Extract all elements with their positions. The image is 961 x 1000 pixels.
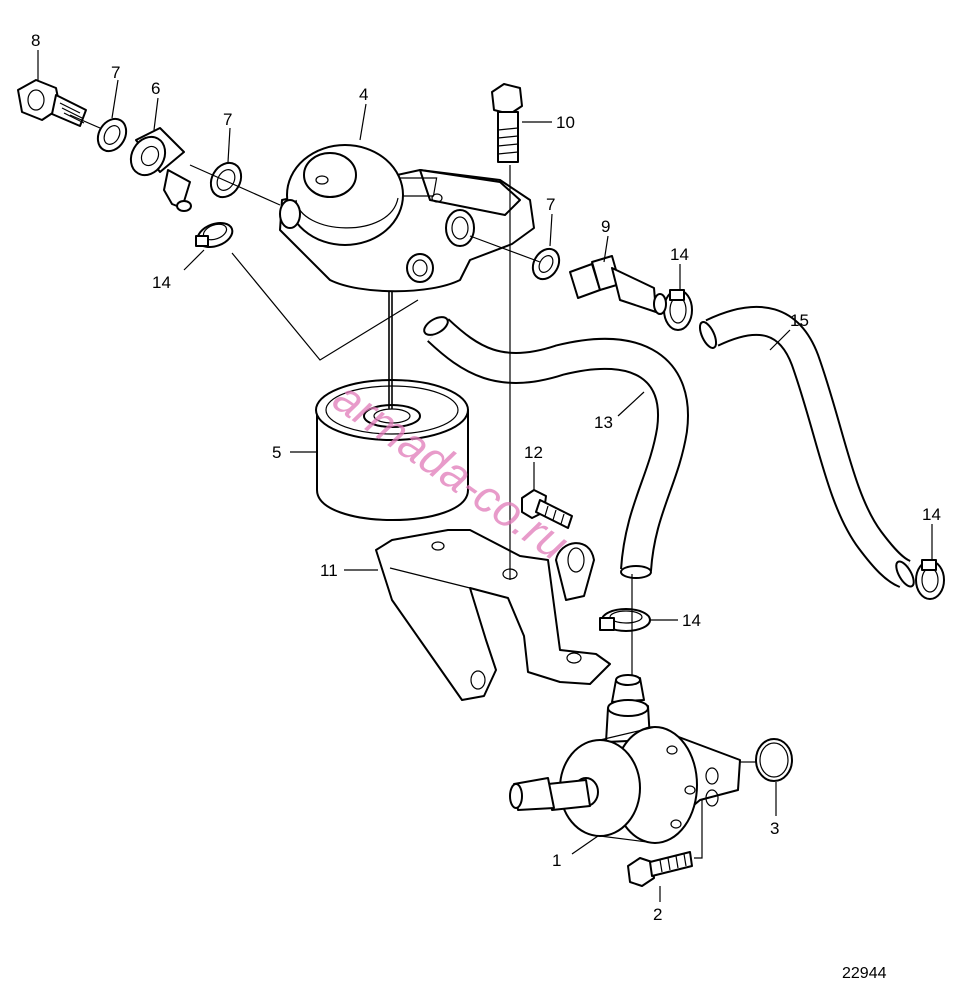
callout-14c: 14 bbox=[922, 505, 941, 524]
callout-3: 3 bbox=[770, 819, 779, 838]
fuel-pump-1 bbox=[509, 674, 741, 844]
leader-head-washer bbox=[469, 235, 541, 263]
callout-6: 6 bbox=[151, 79, 160, 98]
fitting-9 bbox=[569, 255, 667, 315]
callout-10: 10 bbox=[556, 113, 575, 132]
callout-15: 15 bbox=[790, 311, 809, 330]
clamp-14c bbox=[915, 559, 945, 600]
callout-7c: 7 bbox=[546, 195, 555, 214]
leader-fitting6-head bbox=[189, 164, 281, 206]
callout-11: 11 bbox=[320, 561, 338, 580]
banjo-bolt-8 bbox=[17, 79, 87, 127]
callout-7b: 7 bbox=[223, 110, 232, 129]
leader-bolt8-washer bbox=[69, 114, 101, 129]
clamp-14a bbox=[195, 221, 234, 249]
o-ring-3 bbox=[755, 738, 793, 782]
washer-7c bbox=[531, 247, 561, 281]
leader-clamp14a bbox=[231, 252, 419, 361]
bolt-2 bbox=[627, 851, 693, 887]
callout-1: 1 bbox=[552, 851, 561, 870]
bolt-10 bbox=[491, 83, 523, 163]
filter-5 bbox=[315, 379, 469, 521]
filter-head-4 bbox=[279, 144, 535, 293]
clamp-14b bbox=[663, 289, 693, 331]
callout-13: 13 bbox=[594, 413, 613, 432]
callouts: 8 7 6 7 4 10 7 9 14 15 14 5 13 12 14 11 bbox=[31, 31, 941, 924]
washer-7a bbox=[96, 117, 128, 153]
clamp-14d bbox=[599, 608, 651, 632]
callout-14d: 14 bbox=[682, 611, 701, 630]
hose-13 bbox=[423, 316, 689, 579]
callout-8: 8 bbox=[31, 31, 40, 50]
callout-7a: 7 bbox=[111, 63, 120, 82]
leader-bolt2 bbox=[694, 800, 703, 859]
figure-number: 22944 bbox=[842, 965, 887, 982]
bracket-11 bbox=[375, 529, 611, 701]
callout-2: 2 bbox=[653, 905, 662, 924]
washer-7b bbox=[209, 161, 243, 199]
callout-4: 4 bbox=[359, 85, 368, 104]
callout-9: 9 bbox=[601, 217, 610, 236]
callout-14a: 14 bbox=[152, 273, 171, 292]
hose-15 bbox=[698, 305, 915, 588]
banjo-fitting-6 bbox=[129, 127, 192, 212]
callout-12: 12 bbox=[524, 443, 543, 462]
callout-5: 5 bbox=[272, 443, 281, 462]
callout-14b: 14 bbox=[670, 245, 689, 264]
